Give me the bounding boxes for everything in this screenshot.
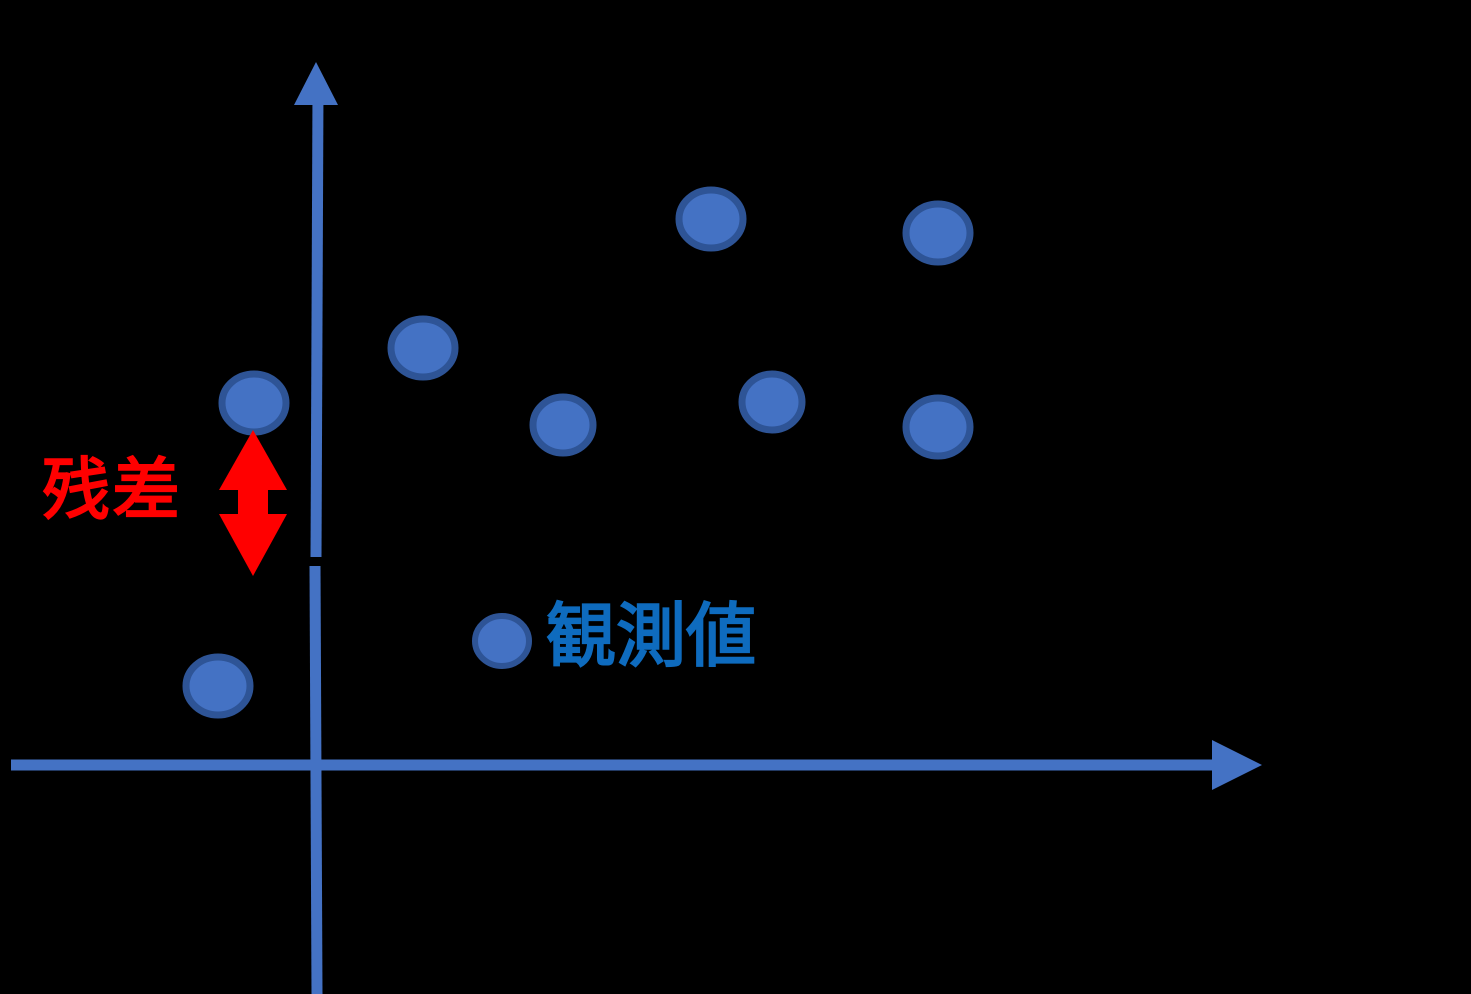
- residual-label: 残差: [42, 452, 182, 531]
- data-point-marker: [902, 394, 974, 460]
- data-point-marker: [675, 186, 747, 252]
- data-point-marker: [218, 370, 290, 436]
- data-point-marker: [387, 315, 459, 381]
- axes-group: [11, 62, 1262, 994]
- legend-group: 観測値: [472, 595, 756, 677]
- y-axis-line-upper: [310, 87, 324, 558]
- residual-arrowhead-up-icon: [219, 430, 287, 490]
- data-point-marker: [902, 200, 974, 266]
- residual-annotation-group: 残差: [42, 430, 287, 576]
- data-points-group: [182, 186, 974, 719]
- residual-arrowhead-down-icon: [219, 514, 287, 576]
- legend-label: 観測値: [546, 595, 756, 677]
- y-axis-line-lower: [309, 565, 323, 994]
- data-point-marker: [529, 393, 597, 457]
- y-axis-arrowhead-icon: [294, 62, 338, 105]
- data-point-marker: [182, 653, 254, 719]
- legend-marker-icon: [472, 613, 532, 669]
- data-point-marker: [738, 370, 806, 434]
- x-axis-arrowhead-icon: [1212, 740, 1262, 790]
